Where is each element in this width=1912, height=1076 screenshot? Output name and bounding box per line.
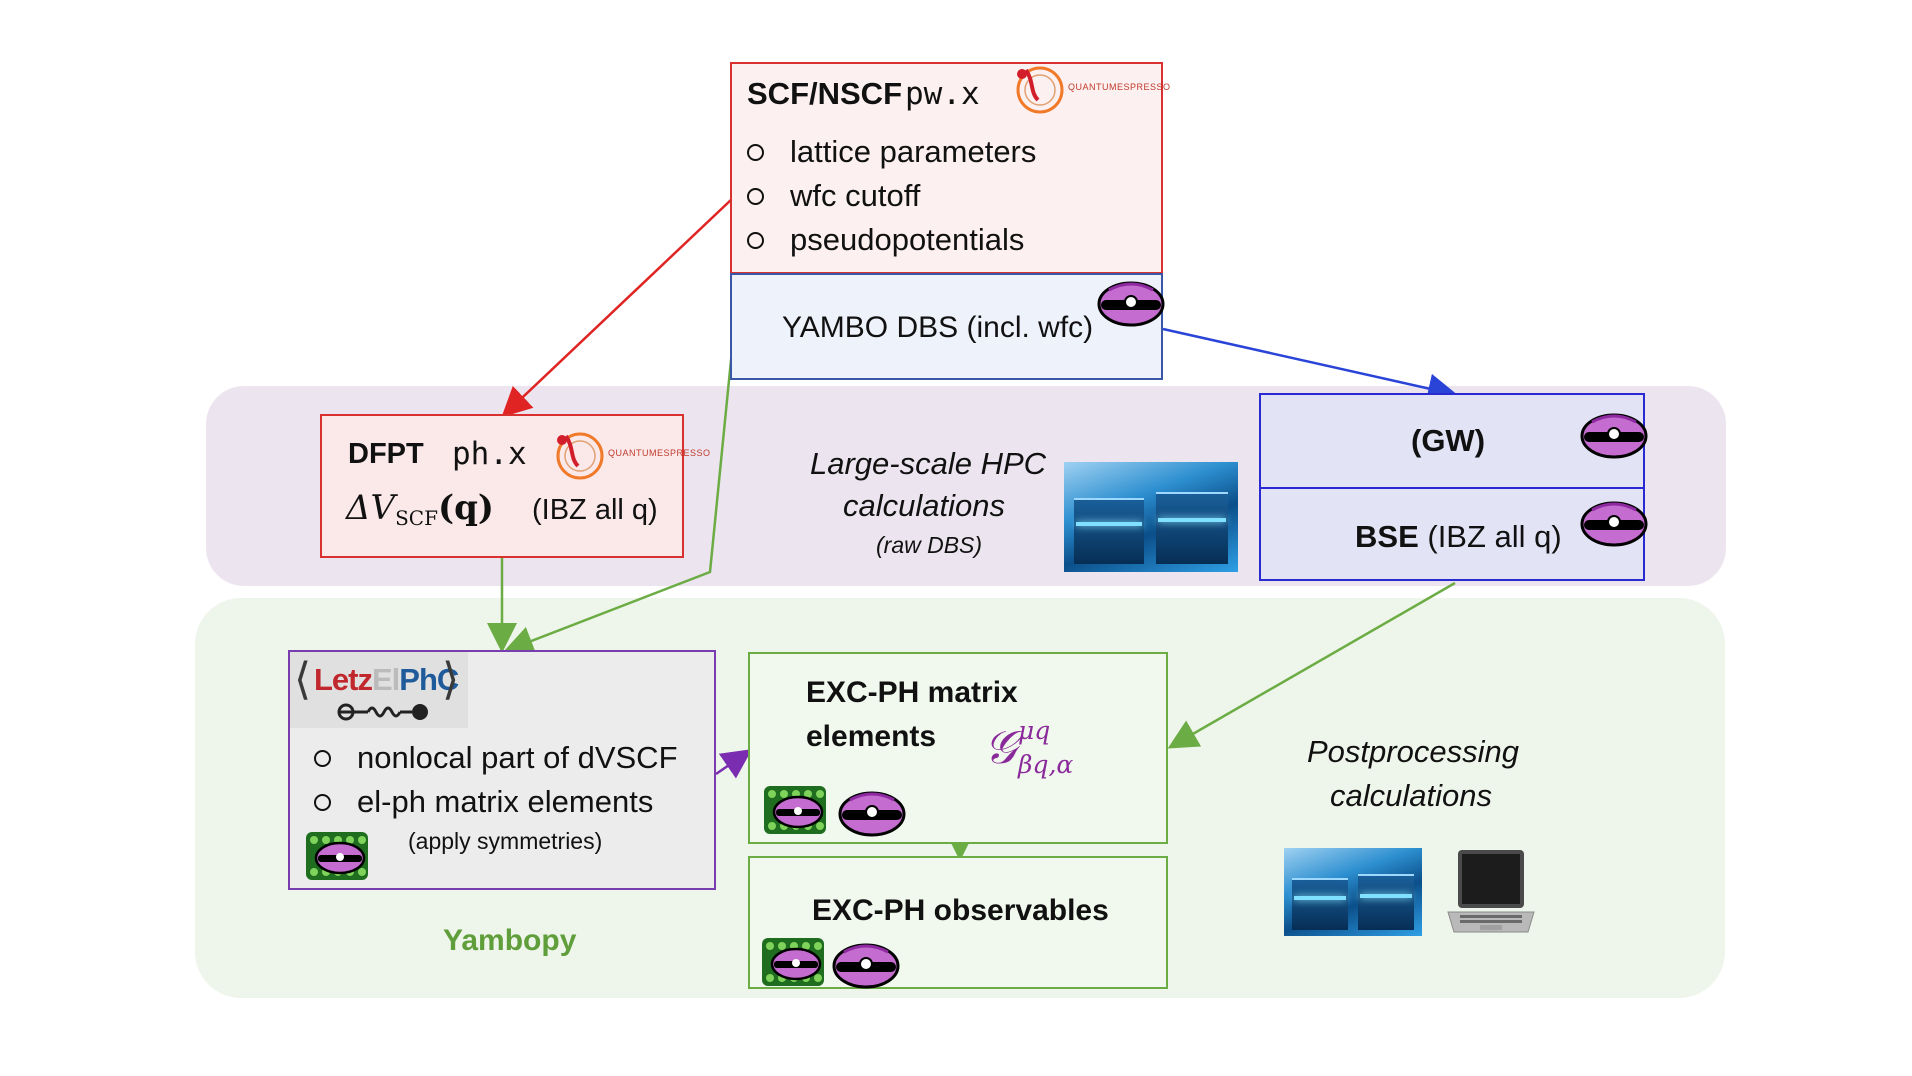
yambo-icon bbox=[832, 943, 900, 989]
scf-title: SCF/NSCF bbox=[747, 76, 902, 111]
post-line2: calculations bbox=[1330, 778, 1492, 813]
scf-item-label: wfc cutoff bbox=[790, 178, 921, 213]
yambopy-icon bbox=[762, 938, 824, 986]
letz-item-nonlocal: nonlocal part of dVSCF bbox=[314, 740, 678, 776]
symbol-g: 𝒢 bbox=[984, 720, 1017, 774]
logo-letz: Letz bbox=[314, 662, 373, 697]
bullet-icon bbox=[314, 749, 331, 767]
scf-item-wfc: wfc cutoff bbox=[747, 178, 920, 214]
dfpt-box: DFPT ph.x ΔVSCF(q) (IBZ all q) bbox=[320, 414, 684, 558]
laptop-icon bbox=[1447, 850, 1535, 933]
symbol-subscript: βq,α bbox=[1018, 750, 1074, 779]
yambo-dbs-box: YAMBO DBS (incl. wfc) bbox=[730, 273, 1163, 380]
exc-ph-observables-box: EXC-PH observables bbox=[748, 856, 1168, 989]
bse-box: BSE (IBZ all q) bbox=[1259, 487, 1645, 581]
yambopy-label: Yambopy bbox=[443, 924, 577, 957]
quantum-espresso-logo: QUANTUMESPRESSO bbox=[1008, 60, 1171, 116]
dfpt-note: (IBZ all q) bbox=[532, 494, 658, 526]
scf-item-pseudo: pseudopotentials bbox=[747, 222, 1024, 258]
excme-line2: elements bbox=[806, 720, 937, 753]
exc-ph-coupling-symbol: 𝒢 μq βq,α bbox=[984, 716, 1073, 779]
dfpt-formula: ΔVSCF(q) bbox=[346, 488, 494, 530]
arrow-yambo-to-gw bbox=[1162, 327, 1458, 404]
logo-phc: PhC bbox=[399, 662, 459, 697]
formula-argument: (q) bbox=[438, 488, 494, 528]
excobs-label: EXC-PH observables bbox=[812, 894, 1109, 927]
letz-item-label: el-ph matrix elements bbox=[357, 784, 654, 819]
arrow-yambo-to-letzelphc bbox=[503, 339, 735, 655]
qe-logo-text: QUANTUMESPRESSO bbox=[1068, 82, 1171, 92]
hpc-line2: calculations bbox=[843, 488, 1005, 523]
qe-logo-text: QUANTUMESPRESSO bbox=[608, 448, 711, 458]
excme-line1: EXC-PH matrix bbox=[806, 676, 1018, 709]
bse-label: BSE bbox=[1355, 519, 1419, 554]
hpc-datacenter-image bbox=[1284, 848, 1422, 936]
yambopy-icon bbox=[764, 786, 826, 834]
letz-item-elph: el-ph matrix elements bbox=[314, 784, 653, 820]
letz-item-label: nonlocal part of dVSCF bbox=[357, 740, 678, 775]
quantum-espresso-logo: QUANTUMESPRESSO bbox=[548, 426, 711, 482]
yambo-dbs-label: YAMBO DBS (incl. wfc) bbox=[782, 311, 1094, 344]
letz-note: (apply symmetries) bbox=[408, 828, 603, 854]
scf-nscf-box: SCF/NSCF pw.x QUANTUMESPRESSO lattice pa… bbox=[730, 62, 1170, 274]
bullet-icon bbox=[747, 143, 764, 161]
formula-delta-v: ΔV bbox=[346, 488, 396, 528]
bse-note: (IBZ all q) bbox=[1427, 519, 1562, 554]
yambo-icon bbox=[1097, 281, 1165, 327]
hpc-datacenter-image bbox=[1064, 462, 1238, 572]
dfpt-code: ph.x bbox=[452, 436, 527, 472]
yambo-icon bbox=[1580, 413, 1648, 459]
yambo-icon bbox=[838, 791, 906, 837]
formula-subscript: SCF bbox=[395, 506, 438, 530]
scf-item-label: lattice parameters bbox=[790, 134, 1037, 169]
letzelphc-logo: ⟨ LetzElPhC ⟩ bbox=[290, 652, 468, 728]
yambo-icon bbox=[1580, 501, 1648, 547]
arrow-bse-to-excph bbox=[1167, 581, 1456, 749]
yambopy-icon bbox=[306, 832, 368, 880]
bse-text: BSE (IBZ all q) bbox=[1355, 519, 1562, 555]
post-line1: Postprocessing bbox=[1307, 734, 1519, 769]
hpc-line1: Large-scale HPC bbox=[810, 446, 1047, 481]
bullet-icon bbox=[747, 231, 764, 249]
letz-logo-text: LetzElPhC bbox=[314, 662, 459, 698]
dfpt-title: DFPT bbox=[348, 438, 424, 470]
scf-code: pw.x bbox=[905, 76, 980, 112]
symbol-superscript: μq bbox=[1018, 716, 1051, 745]
logo-el: El bbox=[372, 662, 400, 697]
bullet-icon bbox=[747, 187, 764, 205]
feynman-diagram-icon bbox=[337, 703, 428, 721]
scf-item-label: pseudopotentials bbox=[790, 222, 1025, 257]
arrow-scf-to-dfpt bbox=[501, 197, 734, 418]
gw-label: (GW) bbox=[1411, 423, 1486, 458]
arrow-letzelphc-to-excph bbox=[715, 749, 753, 779]
hpc-note: (raw DBS) bbox=[876, 532, 983, 558]
scf-item-lattice: lattice parameters bbox=[747, 134, 1036, 170]
bullet-icon bbox=[314, 793, 331, 811]
